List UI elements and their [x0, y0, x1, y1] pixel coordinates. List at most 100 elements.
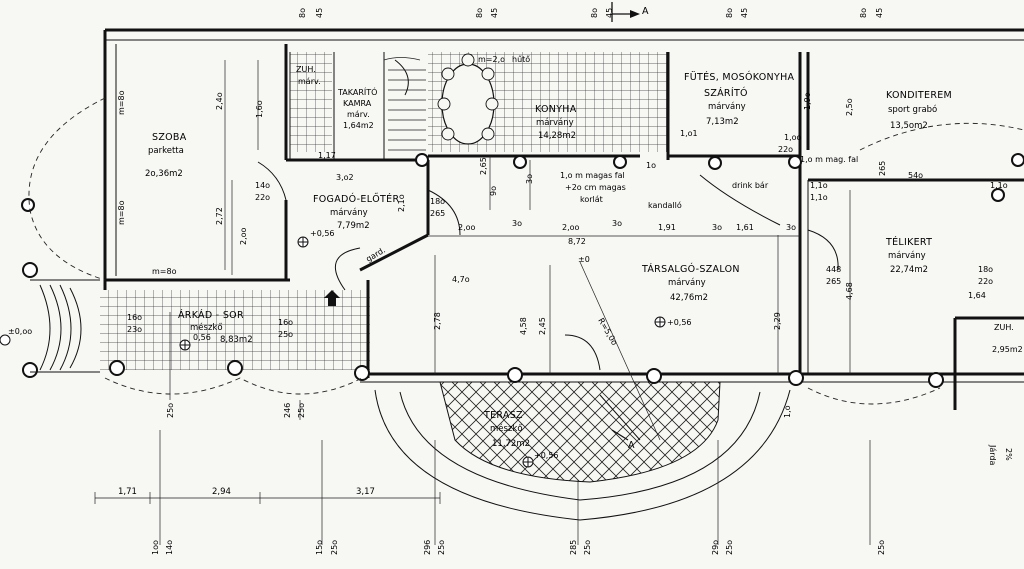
- svg-text:3o: 3o: [512, 219, 522, 228]
- svg-text:15o: 15o: [315, 540, 324, 555]
- svg-text:4,7o: 4,7o: [452, 275, 470, 284]
- svg-text:8,72: 8,72: [568, 237, 586, 246]
- level-markers: [0, 236, 666, 468]
- svg-text:14o: 14o: [165, 540, 174, 555]
- room-konyha-area: 14,28m2: [538, 131, 576, 141]
- svg-text:45: 45: [490, 8, 499, 18]
- svg-text:265: 265: [430, 209, 445, 218]
- room-szoba-name: SZOBA: [152, 132, 187, 143]
- label-jarda-2: 2%: [1004, 448, 1013, 461]
- room-takarito-area: 1,64m2: [343, 121, 374, 130]
- svg-text:1,9o: 1,9o: [803, 92, 812, 110]
- svg-text:8o: 8o: [475, 8, 484, 18]
- svg-text:1,17: 1,17: [318, 151, 336, 160]
- svg-text:3o: 3o: [612, 219, 622, 228]
- zuh-tile-area: [290, 52, 332, 152]
- svg-text:3o: 3o: [712, 223, 722, 232]
- dashed-arc-telikert: [807, 387, 941, 405]
- svg-text:2,72: 2,72: [215, 207, 224, 225]
- svg-text:25o: 25o: [278, 330, 293, 339]
- room-takarito-name: TAKARÍTÓ: [337, 86, 377, 97]
- dashed-arc-arcade: [104, 377, 363, 395]
- room-arkad-floor: mészkő: [190, 322, 223, 333]
- arcade-tile-area: [100, 290, 370, 370]
- room-takarito-name2: KAMRA: [343, 99, 372, 108]
- dining-chairs: [437, 53, 499, 141]
- svg-text:9o: 9o: [489, 186, 498, 196]
- svg-text:2,4o: 2,4o: [215, 92, 224, 110]
- door-swings: [257, 161, 839, 441]
- section-marker-bottom: [611, 429, 629, 441]
- svg-text:22o: 22o: [778, 145, 793, 154]
- section-marker-top: [611, 2, 640, 22]
- room-telikert-name: TÉLIKERT: [885, 236, 932, 248]
- svg-text:3o: 3o: [786, 223, 796, 232]
- label-kandallo: kandalló: [648, 200, 682, 210]
- label-level-056: +0,56: [310, 229, 335, 238]
- svg-text:2,1o: 2,1o: [397, 194, 406, 212]
- label-level-056b: 0,56: [193, 333, 211, 342]
- svg-text:3,17: 3,17: [356, 487, 375, 497]
- label-huto: hűtő: [512, 55, 530, 64]
- svg-text:246: 246: [283, 403, 292, 418]
- label-level-0b: ±0: [578, 255, 590, 264]
- svg-text:m=8o: m=8o: [117, 200, 126, 225]
- room-tarsalgo-area: 42,76m2: [670, 293, 708, 303]
- svg-text:3o: 3o: [525, 174, 534, 184]
- room-fogado-floor: márvány: [330, 208, 368, 218]
- svg-text:m=8o: m=8o: [117, 90, 126, 115]
- room-kondi-floor: sport grabó: [888, 104, 937, 115]
- svg-text:1,1o: 1,1o: [810, 181, 828, 190]
- svg-text:4,58: 4,58: [519, 317, 528, 335]
- bottom-dimension-lines: [94, 312, 871, 545]
- label-korlat-3: korlát: [580, 195, 603, 204]
- bottom-dimensions: 1,71 2,94 3,17 1oo 14o 15o 25o 296 25o 2…: [118, 487, 886, 555]
- dashed-arc-right: [859, 122, 1024, 151]
- radius-line: [579, 261, 661, 441]
- room-telikert-floor: márvány: [888, 251, 926, 261]
- room-szoba-area: 2o,36m2: [145, 169, 183, 179]
- svg-text:25o: 25o: [437, 540, 446, 555]
- svg-text:2,5o: 2,5o: [845, 98, 854, 116]
- svg-text:1,61: 1,61: [736, 223, 754, 232]
- svg-text:265: 265: [826, 277, 841, 286]
- terrace-outer-arc: [374, 389, 791, 521]
- svg-text:1,64: 1,64: [968, 291, 986, 300]
- svg-text:2,29: 2,29: [773, 312, 782, 330]
- label-section-a-top: A: [642, 6, 649, 17]
- label-section-a-bottom: A: [628, 440, 635, 451]
- label-radius: R=5,0o: [596, 317, 619, 347]
- label-m-top-1: m=2,o: [478, 55, 505, 64]
- room-zuh1-name: ZUH.: [296, 65, 316, 74]
- label-level-056d: +0,56: [534, 451, 559, 460]
- label-mag-fal: 1,o m mag. fal: [800, 155, 858, 164]
- svg-text:14o: 14o: [255, 181, 270, 190]
- svg-text:25o: 25o: [166, 403, 175, 418]
- svg-text:4,68: 4,68: [845, 282, 854, 300]
- room-konyha-floor: márvány: [536, 118, 574, 128]
- svg-text:1,71: 1,71: [118, 487, 137, 497]
- svg-text:2,78: 2,78: [433, 312, 442, 330]
- svg-text:23o: 23o: [127, 325, 142, 334]
- top-dimensions: 8o 45 8o 45 8o 45 8o 45 8o 45: [298, 8, 884, 18]
- room-futes-area: 7,13m2: [706, 117, 739, 127]
- room-takarito-floor: márv.: [347, 110, 370, 119]
- svg-text:45: 45: [605, 8, 614, 18]
- svg-text:25o: 25o: [725, 540, 734, 555]
- room-fogado-area: 7,79m2: [337, 221, 370, 231]
- room-futes-name2: SZÁRÍTÓ: [704, 87, 748, 99]
- svg-text:1,91: 1,91: [658, 223, 676, 232]
- svg-text:16o: 16o: [278, 318, 293, 327]
- svg-text:8o: 8o: [725, 8, 734, 18]
- svg-text:1,o: 1,o: [783, 405, 792, 418]
- staircase: [383, 57, 426, 151]
- room-zuh1-floor: márv.: [298, 77, 321, 86]
- room-tarsalgo-name: TÁRSALGÓ-SZALON: [641, 263, 740, 275]
- svg-text:296: 296: [423, 540, 432, 555]
- label-level-0: ±0,oo: [8, 327, 32, 336]
- label-level-056c: +0,56: [667, 318, 692, 327]
- inner-dimensions: 2,4o 1,6o 2,72 2,oo 3,o2 8,72 2,oo 1,91 …: [117, 90, 1008, 418]
- room-kondi-name: KONDITEREM: [886, 90, 952, 101]
- facade-columns: [21, 153, 1024, 388]
